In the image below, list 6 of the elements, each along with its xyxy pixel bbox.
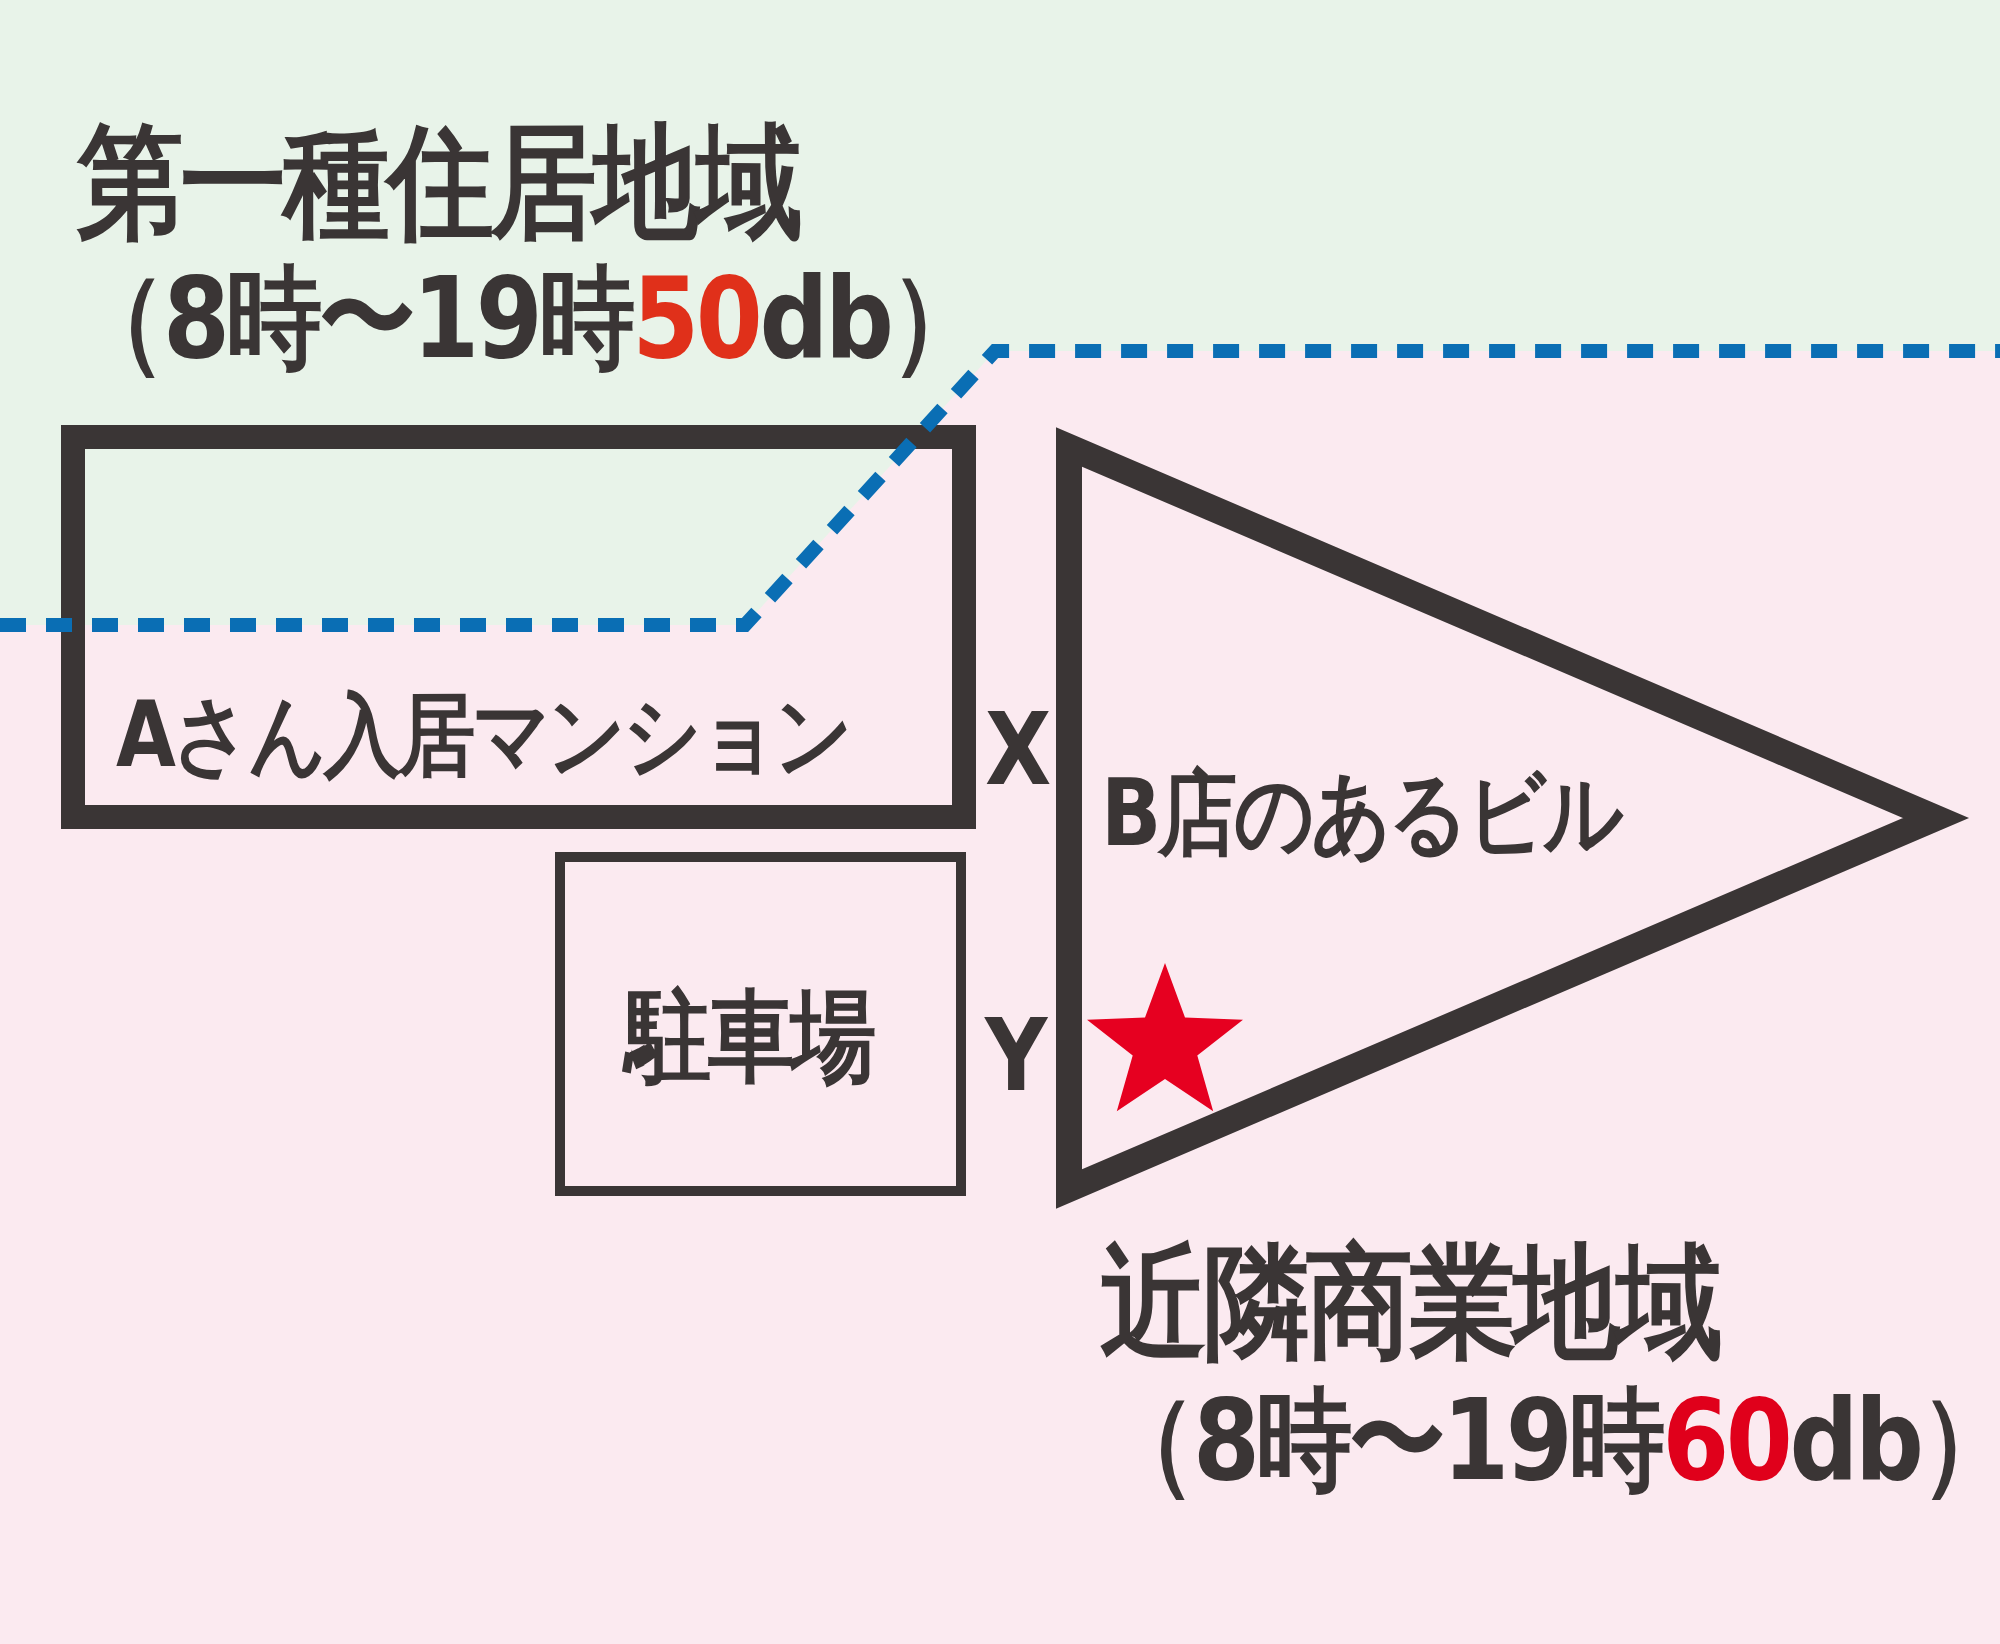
parking-lot-box xyxy=(555,852,966,1196)
building-label: Aさん入居マンション xyxy=(116,690,851,780)
zone-heading: 第一種住居地域 xyxy=(77,120,800,244)
apartment-building-box xyxy=(61,425,976,829)
side-label: Y xyxy=(985,1006,1044,1106)
side-label: X xyxy=(985,700,1048,800)
